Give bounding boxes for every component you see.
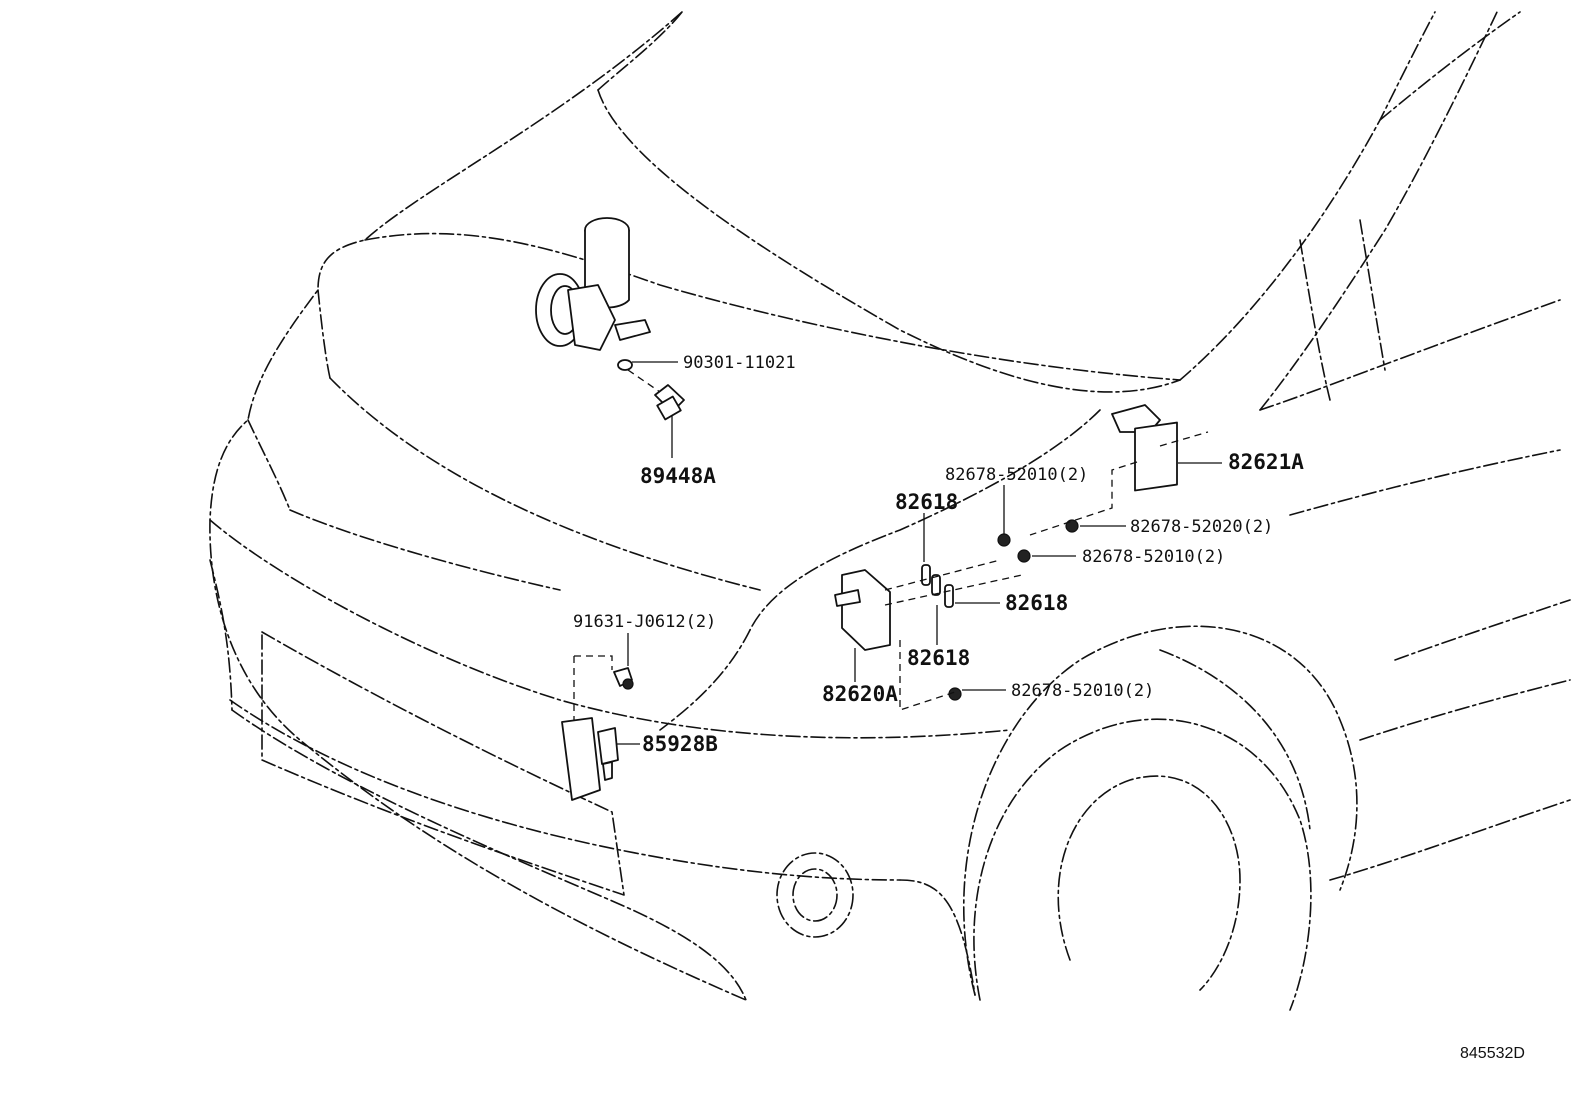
a-pillar bbox=[1179, 11, 1436, 381]
rocker-panel bbox=[1359, 679, 1571, 741]
hood-rear-edge bbox=[364, 232, 1181, 381]
bumper-corner bbox=[209, 559, 233, 711]
tire-outer bbox=[973, 718, 1312, 1011]
sensor-82621a bbox=[1111, 404, 1178, 492]
mirror-line bbox=[1299, 239, 1331, 401]
part-callouts: 90301-11021 89448A 82621A 82678-52010(2)… bbox=[573, 353, 1304, 756]
callout-82621a[interactable]: 82621A bbox=[1228, 450, 1304, 474]
guide-washer bbox=[627, 369, 661, 393]
hood-left-edge bbox=[317, 289, 331, 379]
roof-line bbox=[1379, 11, 1521, 121]
wheel-arch-outer bbox=[963, 625, 1358, 996]
side-sill bbox=[1329, 799, 1571, 881]
callout-82618-top[interactable]: 82618 bbox=[895, 490, 958, 514]
bracket-82618-right bbox=[944, 584, 954, 608]
fog-lamp-outer bbox=[776, 852, 854, 938]
bolt-91631 bbox=[613, 667, 634, 690]
bracket-82618-left bbox=[921, 564, 931, 586]
bumper-upper bbox=[209, 519, 1011, 739]
control-unit-82620a bbox=[834, 569, 891, 651]
guide-sensor bbox=[1029, 461, 1138, 536]
callout-91631-j0612[interactable]: 91631-J0612(2) bbox=[573, 612, 716, 632]
callout-82618-bottom[interactable]: 82618 bbox=[907, 646, 970, 670]
guide-91631 bbox=[573, 655, 613, 720]
b-pillar bbox=[1359, 219, 1386, 371]
leader-lines bbox=[616, 361, 1222, 745]
callout-82678-52010-top[interactable]: 82678-52010(2) bbox=[945, 465, 1088, 485]
bolt-82678-mid bbox=[1017, 549, 1031, 563]
guide-82620a bbox=[899, 640, 956, 711]
fender-top bbox=[749, 409, 1101, 631]
lower-grille bbox=[231, 709, 747, 1001]
wheel-rim bbox=[1057, 775, 1241, 991]
windshield-left bbox=[597, 11, 683, 91]
bolt-82678-52020 bbox=[1065, 519, 1079, 533]
callout-82678-52010-bottom[interactable]: 82678-52010(2) bbox=[1011, 681, 1154, 701]
bumper-side bbox=[899, 879, 976, 996]
door-belt-line bbox=[1289, 449, 1561, 516]
bolt-82678-top bbox=[997, 533, 1011, 547]
hood-lower-edge bbox=[289, 509, 561, 591]
windshield-cowl bbox=[597, 89, 1181, 393]
callout-82678-52020[interactable]: 82678-52020(2) bbox=[1130, 517, 1273, 537]
guide-ecu-top bbox=[884, 559, 1023, 606]
a-pillar-outer bbox=[1259, 11, 1498, 411]
fender-front bbox=[659, 629, 751, 731]
front-door-line bbox=[1259, 299, 1561, 411]
o-ring-90301 bbox=[617, 359, 633, 371]
door-lower bbox=[1394, 599, 1571, 661]
callout-85928b[interactable]: 85928B bbox=[642, 732, 718, 756]
hood-front-crease bbox=[329, 377, 761, 591]
bracket-82618-mid bbox=[931, 574, 941, 596]
callout-82620a[interactable]: 82620A bbox=[822, 682, 898, 706]
bumper-lower bbox=[229, 699, 901, 881]
hood-outer-edge bbox=[209, 11, 747, 1001]
washer-tank-assembly bbox=[535, 217, 651, 351]
wheel-arch-inner bbox=[1159, 649, 1311, 831]
level-sensor-89448a bbox=[654, 384, 685, 421]
headlamp-line bbox=[247, 419, 291, 511]
callout-82618-right[interactable]: 82618 bbox=[1005, 591, 1068, 615]
grille-outline bbox=[261, 631, 625, 896]
illustration-id: 845532D bbox=[1460, 1045, 1525, 1062]
sensor-85928b bbox=[561, 717, 619, 801]
callout-89448a[interactable]: 89448A bbox=[640, 464, 716, 488]
fog-lamp-inner bbox=[792, 868, 838, 922]
callout-82678-52010-mid[interactable]: 82678-52010(2) bbox=[1082, 547, 1225, 567]
vehicle-body-outline bbox=[209, 11, 1571, 1011]
guide-82621a bbox=[1159, 431, 1209, 447]
callout-90301-11021[interactable]: 90301-11021 bbox=[683, 353, 796, 373]
